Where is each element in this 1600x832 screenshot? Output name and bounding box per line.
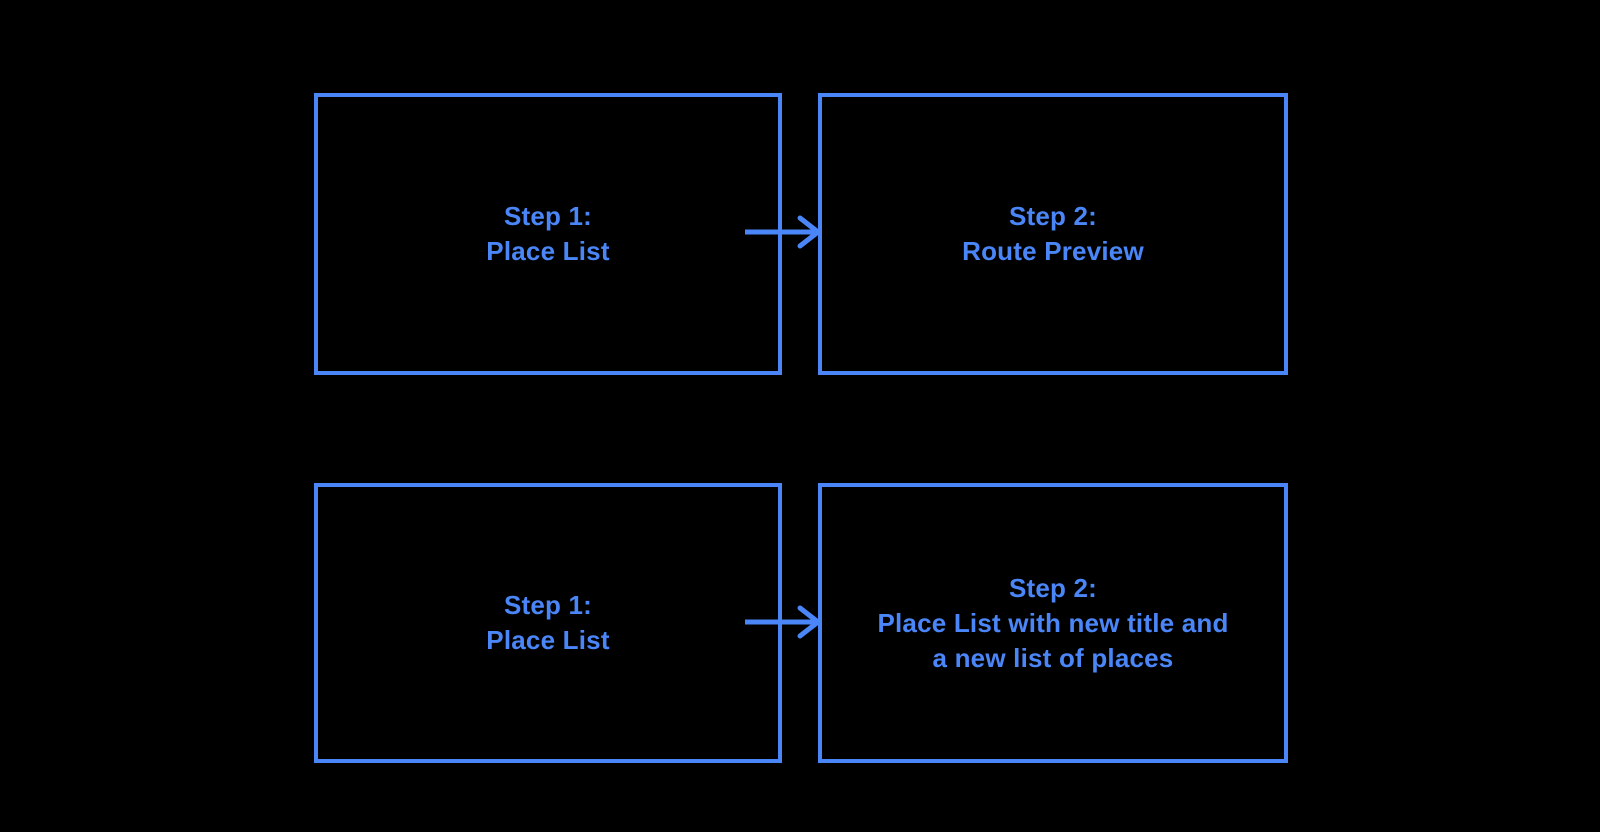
node-label: Step 1: Place List (486, 199, 609, 269)
connector-arrow-right-icon (745, 605, 821, 639)
label-line: Step 2: (1008, 572, 1098, 603)
node-label: Step 2: Place List with new title and a … (877, 571, 1228, 676)
label-line: Place List (486, 236, 610, 266)
label-line: Place List with new title and (877, 607, 1229, 638)
label-line: Route Preview (962, 236, 1144, 266)
node-label: Step 1: Place List (486, 588, 609, 658)
label-line: a new list of places (932, 642, 1174, 673)
connector-arrow-right-icon (745, 215, 821, 249)
label-line: Step 1: (503, 201, 593, 231)
node-label: Step 2: Route Preview (962, 199, 1144, 269)
label-line: Step 1: (503, 590, 593, 620)
node-flow1-step1: Step 1: Place List (314, 93, 782, 375)
label-line: Place List (486, 625, 610, 655)
node-flow2-step1: Step 1: Place List (314, 483, 782, 763)
node-flow2-step2: Step 2: Place List with new title and a … (818, 483, 1288, 763)
node-flow1-step2: Step 2: Route Preview (818, 93, 1288, 375)
label-line: Step 2: (1008, 201, 1098, 231)
